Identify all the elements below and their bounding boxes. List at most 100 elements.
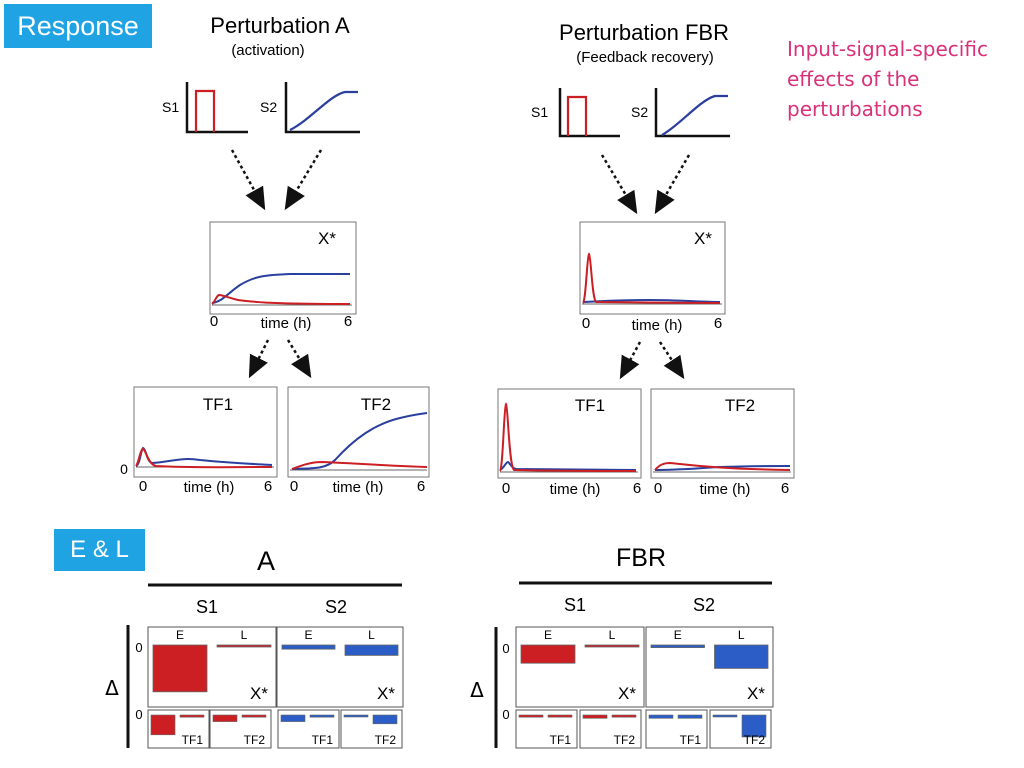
panel-a-tf2-blue-trace	[291, 412, 428, 470]
panel-a: Perturbation A (activation) S1 S2 X* 0 t…	[120, 13, 430, 496]
panel-a-tf2-tick0: 0	[290, 478, 298, 495]
el-fbr-s2-tf2-e-bar	[712, 714, 738, 718]
el-fbr-s1-x-l-bar	[584, 644, 640, 648]
el-fbr-tf-zero: 0	[502, 707, 509, 722]
el-a-s2-tf1-l-bar	[309, 714, 335, 718]
perturbation-note: Input-signal-specific effects of the per…	[787, 37, 988, 121]
el-fbr-s2-tf2-l-bar	[741, 714, 767, 738]
panel-a-tf2-label: TF2	[361, 395, 391, 414]
el-fbr-s1-tf2-label: TF2	[614, 733, 636, 747]
el-group-fbr-title: FBR	[616, 544, 666, 572]
panel-a-tf1-tick6: 6	[264, 478, 272, 495]
el-a-s1-tf1-label: TF1	[182, 733, 204, 747]
panel-a-x-tick6: 6	[344, 313, 352, 330]
panel-fbr-tf1-time-label: time (h)	[550, 481, 601, 498]
panel-fbr-title: Perturbation FBR	[559, 20, 729, 45]
el-fbr-s2-label: S2	[693, 595, 715, 615]
el-a-s1-tf1-e-bar	[150, 714, 176, 736]
el-a-s2-tf2-l-bar	[372, 714, 398, 725]
el-a-tf-zero: 0	[135, 707, 142, 722]
panel-fbr-tf1-tick6: 6	[633, 480, 641, 497]
el-fbr-s2-tf1-label: TF1	[680, 733, 702, 747]
el-fbr-s1-tf2-e-bar	[582, 714, 608, 719]
el-a-s2-e-label: E	[304, 628, 312, 642]
el-fbr-s2-x-label: X*	[747, 684, 765, 703]
panel-a-x-time-label: time (h)	[261, 315, 312, 332]
panel-fbr-x-box	[579, 221, 726, 315]
panel-a-tf1-tick0: 0	[139, 478, 147, 495]
el-a-s2-tf2-label: TF2	[375, 733, 397, 747]
el-fbr-s1-x-e-bar	[520, 644, 576, 664]
panel-fbr-tf2-red-trace	[654, 461, 791, 471]
panel-fbr-tf2-box	[650, 388, 795, 479]
el-a-s2-x-e-bar	[281, 644, 336, 650]
el-fbr-delta: Δ	[470, 678, 484, 702]
el-a-s1-x-e-bar	[152, 644, 208, 693]
el-fbr-x-zero: 0	[502, 641, 509, 656]
panel-fbr-arrow-s2	[654, 154, 691, 215]
el-a-s1-e-label: E	[176, 628, 184, 642]
el-a-s2-x-box	[276, 626, 404, 708]
el-a-s1-tf2-e-bar	[212, 714, 238, 722]
panel-a-arrow-s1	[230, 149, 266, 211]
el-fbr-s2-l-label: L	[738, 628, 745, 642]
el-fbr-s2-tf1-e-bar	[648, 714, 674, 719]
el-a-delta: Δ	[105, 676, 119, 700]
el-fbr-s1-x-label: X*	[618, 684, 636, 703]
el-fbr-s1-tf1-label: TF1	[550, 733, 572, 747]
el-fbr-s2-e-label: E	[674, 628, 682, 642]
panel-fbr-arrow-tf2	[658, 341, 685, 380]
panel-a-tf1-label: TF1	[203, 395, 233, 414]
panel-a-s2-ramp	[289, 90, 358, 131]
panel-fbr-s1-axes	[558, 88, 620, 138]
el-a-s2-l-label: L	[368, 628, 375, 642]
el-fbr-s1-tf1-l-bar	[547, 714, 573, 718]
el-fbr-s1-x-box	[515, 626, 645, 708]
el-a-s1-tf1-l-bar	[179, 714, 205, 718]
panel-a-arrow-tf1	[248, 339, 270, 379]
el-a-s2-tf2-e-bar	[343, 714, 369, 718]
panel-fbr-tf1-label: TF1	[575, 396, 605, 415]
panel-fbr-x-red-trace	[582, 252, 721, 304]
panel-a-s2-axes	[284, 82, 360, 134]
panel-fbr: Perturbation FBR (Feedback recovery) S1 …	[497, 20, 795, 498]
panel-a-s1-axes	[185, 82, 248, 134]
el-a-s1-label: S1	[196, 597, 218, 617]
panel-a-tf2-time-label: time (h)	[333, 479, 384, 496]
el-fbr-s2-x-e-bar	[650, 644, 705, 648]
panel-fbr-x-time-label: time (h)	[632, 317, 683, 334]
panel-fbr-tf1-tick0: 0	[502, 480, 510, 497]
el-fbr-s2-tf2-label: TF2	[744, 733, 766, 747]
panel-a-x-blue-trace	[211, 273, 350, 304]
panel-fbr-subtitle: (Feedback recovery)	[576, 49, 714, 66]
panel-fbr-x-tick0: 0	[582, 315, 590, 332]
panel-a-tf2-box	[287, 386, 430, 478]
panel-fbr-arrow-tf1	[619, 341, 642, 380]
el-fbr-s1-label: S1	[564, 595, 586, 615]
panel-a-subtitle: (activation)	[231, 42, 304, 59]
panel-a-tf1-red-trace	[135, 447, 273, 469]
panel-fbr-tf1-red-trace	[499, 402, 637, 472]
panel-fbr-s1-label: S1	[531, 104, 548, 120]
panel-a-arrow-tf2	[286, 339, 312, 379]
panel-fbr-s1-pulse	[566, 95, 588, 136]
el-fbr-s1-l-label: L	[609, 628, 616, 642]
el-a-s1-tf2-label: TF2	[244, 733, 266, 747]
panel-fbr-tf2-tick6: 6	[781, 480, 789, 497]
panel-fbr-tf2-tick0: 0	[654, 480, 662, 497]
panel-a-x-red-trace	[211, 293, 351, 305]
el-a-s2-x-label: X*	[377, 684, 395, 703]
panel-fbr-x-tick6: 6	[714, 315, 722, 332]
panel-a-tf1-y0: 0	[120, 461, 128, 477]
panel-a-tf2-tick6: 6	[417, 478, 425, 495]
el-a-s1-x-label: X*	[250, 684, 268, 703]
panel-a-title: Perturbation A	[210, 13, 350, 38]
el-group-a-title: A	[257, 546, 275, 576]
panel-fbr-tf2-label: TF2	[725, 396, 755, 415]
el-fbr-s1-tf1-e-bar	[518, 714, 544, 718]
el-a-s2-x-l-bar	[344, 644, 399, 656]
el-a-s2-tf1-e-bar	[280, 714, 306, 722]
panel-a-s2-label: S2	[260, 99, 277, 115]
el-a-s2-tf1-label: TF1	[312, 733, 334, 747]
